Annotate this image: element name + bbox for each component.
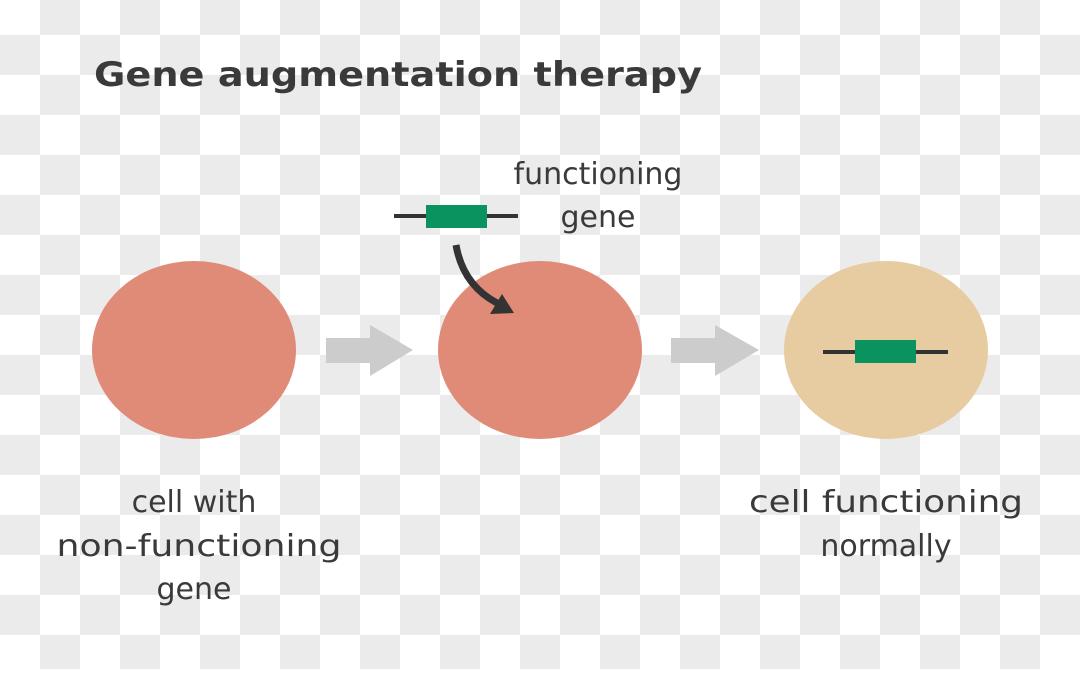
cell-receiving-gene (438, 261, 642, 439)
flow-arrow-right-icon (326, 325, 413, 376)
functioning-gene-label-line2: gene (561, 200, 636, 235)
gene-segment (426, 205, 487, 228)
functioning-gene-icon (394, 205, 518, 228)
cell-before-label-line1: cell with (132, 485, 257, 520)
integrated-gene-icon (823, 340, 948, 363)
cell-non-functioning (92, 261, 296, 439)
cell-after-label-line2: normally (820, 529, 951, 564)
insert-arrow-shaft (452, 244, 499, 307)
cell-after-label-line1: cell functioning (749, 485, 1023, 520)
insert-arrow-icon (452, 244, 514, 314)
functioning-gene-label-line1: functioning (514, 157, 683, 192)
insert-arrow-head (490, 294, 514, 314)
bottom-border (0, 669, 1080, 673)
cell-before-label-line2: non-functioning (57, 529, 342, 564)
gene-segment (855, 340, 916, 363)
diagram-title: Gene augmentation therapy (94, 55, 702, 95)
flow-arrow-right-icon (671, 325, 759, 376)
cell-before-label-line3: gene (157, 572, 232, 607)
